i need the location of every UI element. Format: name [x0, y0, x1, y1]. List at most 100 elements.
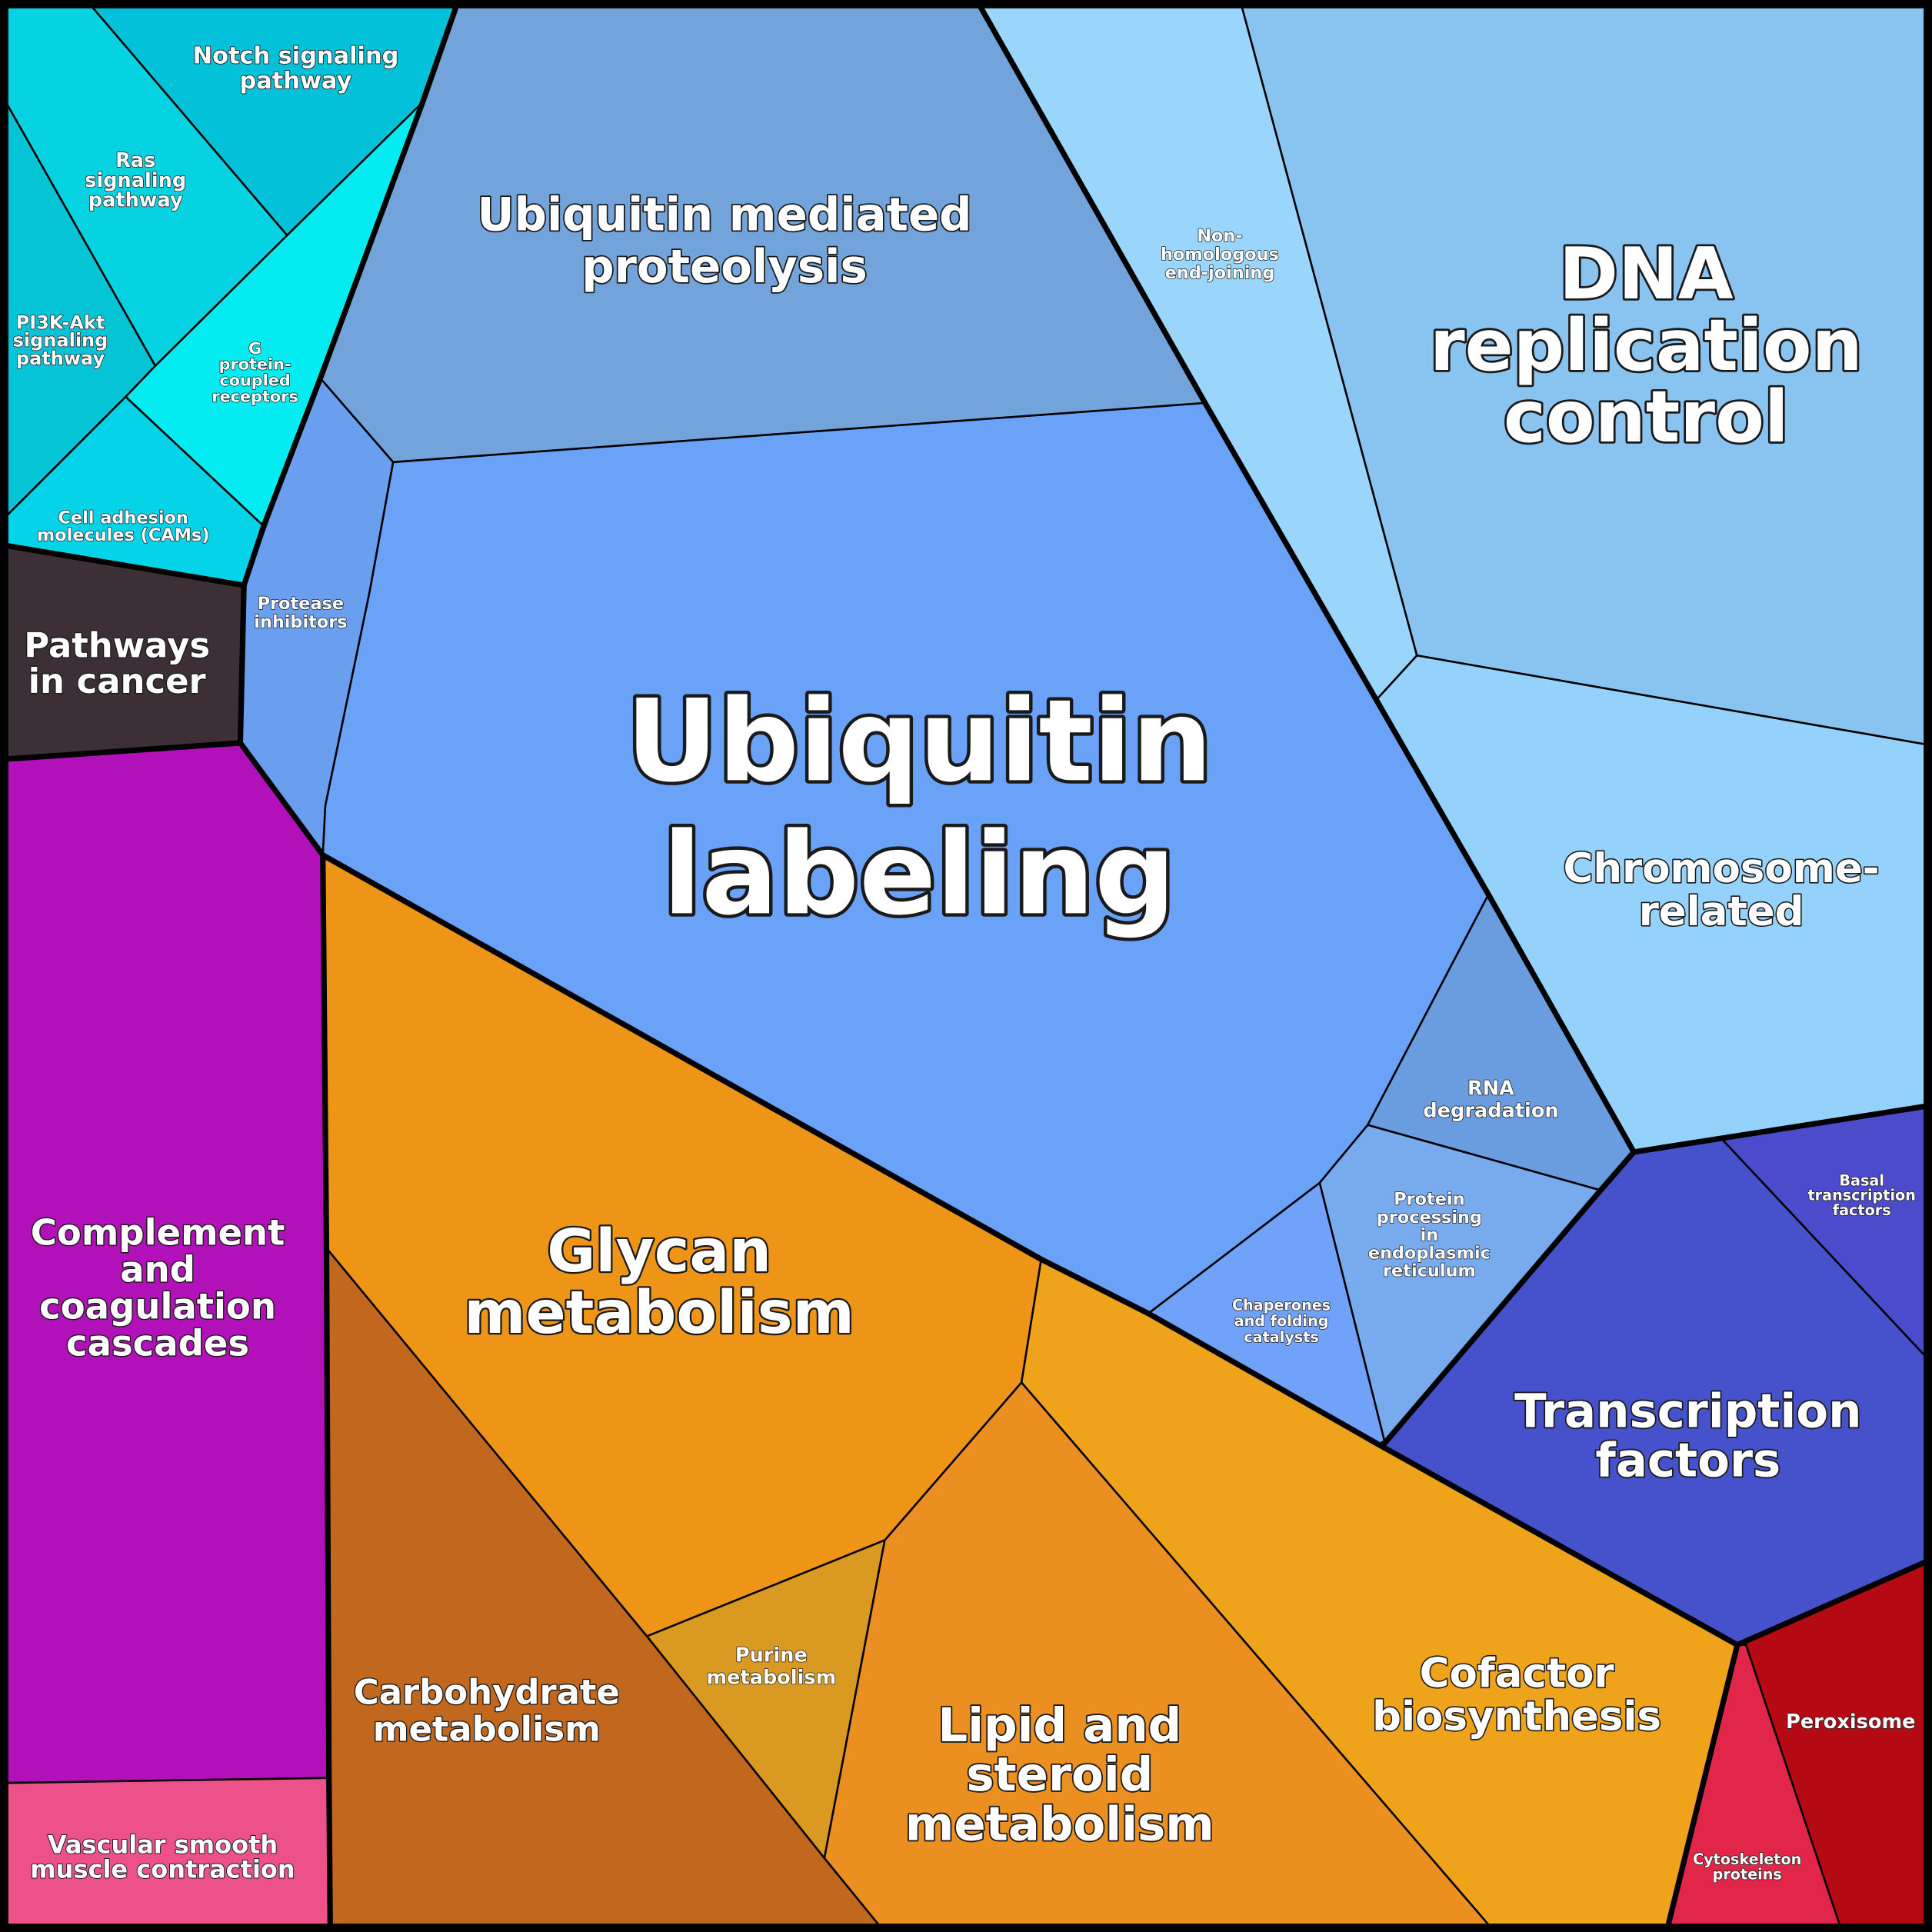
label-line: Notch signaling: [193, 43, 399, 70]
group-border-line: [1734, 1559, 1928, 1648]
label-line: transcription: [1807, 1187, 1915, 1204]
group-border-line: [1377, 1149, 1637, 1448]
label-line: pathway: [240, 68, 352, 95]
label-line: Lipid and: [938, 1698, 1181, 1753]
label-line: signaling: [85, 169, 186, 192]
label-line: steroid: [966, 1747, 1153, 1802]
label-line: metabolism: [373, 1708, 601, 1749]
label-line: Chromosome-: [1564, 845, 1880, 892]
label-line: endoplasmic: [1368, 1243, 1491, 1263]
group-border-line: [1665, 1642, 1740, 1928]
label-line: factors: [1833, 1201, 1891, 1219]
label-line: pathway: [16, 348, 105, 369]
group-border-line: [320, 852, 333, 1928]
label-line: Basal: [1839, 1172, 1884, 1190]
label-line: signaling: [13, 330, 108, 351]
label-line: in cancer: [28, 661, 206, 701]
label-chromosome-related: Chromosome-related: [1564, 845, 1880, 935]
label-line: RNA: [1467, 1078, 1514, 1101]
label-line: coagulation: [39, 1285, 276, 1327]
label-line: Glycan: [547, 1217, 771, 1286]
label-line: DNA: [1559, 232, 1734, 315]
label-line: Cofactor: [1420, 1650, 1614, 1697]
label-line: Pathways: [24, 625, 210, 665]
label-line: pathway: [88, 189, 183, 212]
label-line: in: [1421, 1225, 1439, 1245]
label-line: Vascular smooth: [48, 1830, 278, 1860]
group-borders: [4, 4, 1928, 1928]
label-line: degradation: [1423, 1099, 1558, 1122]
group-border-line: [241, 4, 459, 588]
label-line: Protein: [1394, 1190, 1464, 1210]
label-line: Carbohydrate: [354, 1671, 620, 1712]
label-line: Transcription: [1514, 1384, 1861, 1439]
group-border-line: [320, 852, 1740, 1648]
label-line: Protease: [258, 594, 344, 614]
label-line: protein-: [219, 355, 291, 374]
label-line: control: [1504, 375, 1789, 458]
label-line: labeling: [663, 808, 1176, 940]
label-line: proteins: [1713, 1865, 1782, 1883]
label-line: Chaperones: [1232, 1296, 1331, 1314]
label-line: PI3K-Akt: [16, 311, 105, 333]
label-line: Purine: [735, 1644, 808, 1667]
label-line: metabolism: [464, 1279, 854, 1347]
label-line: Ras: [115, 149, 155, 172]
label-line: muscle contraction: [30, 1855, 295, 1884]
label-line: receptors: [212, 387, 298, 405]
label-line: reticulum: [1383, 1261, 1476, 1281]
group-border-line: [978, 4, 1928, 1155]
label-line: Ubiquitin: [626, 675, 1213, 807]
label-line: Cytoskeleton: [1693, 1850, 1801, 1868]
label-line: metabolism: [905, 1797, 1214, 1851]
label-peroxisome: Peroxisome: [1786, 1710, 1915, 1734]
label-line: Non-: [1197, 226, 1242, 246]
label-line: related: [1639, 888, 1804, 935]
label-line: replication: [1430, 304, 1863, 387]
label-line: metabolism: [706, 1666, 836, 1689]
label-line: coupled: [219, 371, 290, 390]
label-line: and: [120, 1248, 195, 1290]
label-line: Complement: [31, 1211, 285, 1253]
label-line: and folding: [1234, 1312, 1329, 1330]
label-line: Cell adhesion: [58, 508, 188, 528]
label-line: end-joining: [1165, 263, 1275, 283]
label-line: G: [248, 339, 261, 358]
label-line: Peroxisome: [1786, 1710, 1915, 1734]
label-line: factors: [1595, 1434, 1780, 1488]
label-line: catalysts: [1244, 1328, 1319, 1346]
label-line: biosynthesis: [1372, 1693, 1661, 1740]
label-line: Ubiquitin mediated: [477, 188, 971, 242]
label-line: proteolysis: [581, 240, 868, 293]
label-line: cascades: [66, 1323, 249, 1364]
label-line: molecules (CAMs): [37, 525, 210, 545]
label-line: inhibitors: [254, 612, 347, 632]
label-line: processing: [1377, 1208, 1482, 1227]
